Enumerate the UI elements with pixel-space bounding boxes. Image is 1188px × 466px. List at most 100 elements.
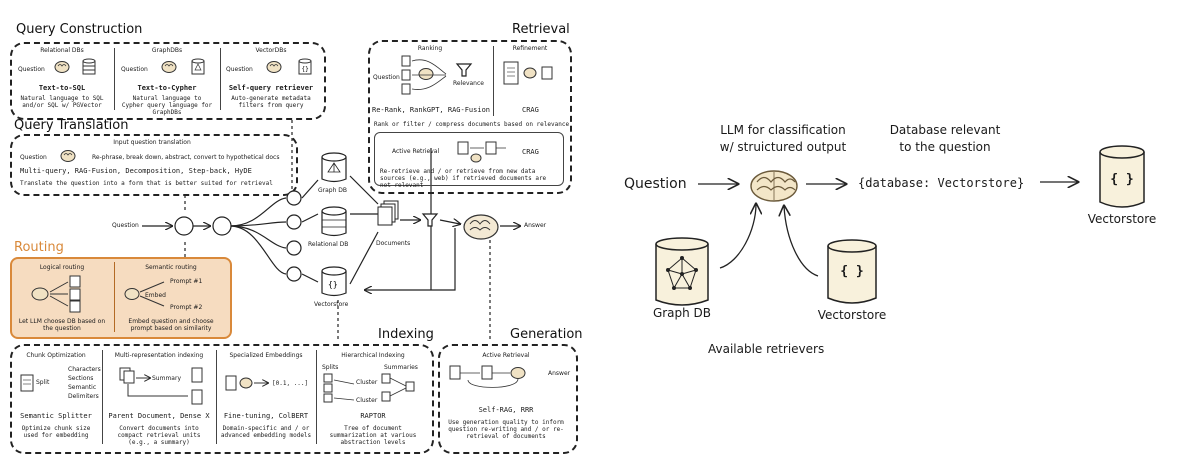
filter-icon <box>421 213 439 227</box>
vectorstore-target-icon: { } <box>1110 172 1134 187</box>
retrieval-title: Retrieval <box>512 22 570 37</box>
chunk-label-sections: Sections <box>68 375 94 382</box>
query-translation-section <box>10 134 298 196</box>
qt-header: Input question translation <box>113 139 191 146</box>
qc-question-tag: Question <box>18 66 45 73</box>
vectorstore-icon: { } <box>840 264 864 279</box>
idx-desc: Tree of document summarization at variou… <box>329 425 417 446</box>
qc-col-relational: Relational DBs Question Text-to-SQL Natu… <box>14 45 110 113</box>
divider <box>102 350 103 444</box>
semantic-routing-header: Semantic routing <box>145 264 197 271</box>
brain-icon <box>54 61 70 73</box>
ranking-question-tag: Question <box>373 74 400 81</box>
logical-routing-header: Logical routing <box>39 264 85 271</box>
gen-active-label: Active Retrieval <box>482 352 530 359</box>
relational-db-label: Relational DB <box>308 241 349 248</box>
qc-method: Text-to-Cypher <box>137 84 197 92</box>
idx-method: Parent Document, Dense X <box>108 412 210 420</box>
svg-text:{}: {} <box>302 66 309 73</box>
chunk-doc-icon <box>20 374 34 392</box>
brain-icon <box>266 61 282 73</box>
llm-classification-label: LLM for classification w/ struictured ou… <box>719 123 847 154</box>
question-label: Question <box>624 176 687 192</box>
semantic-prompt-1: Prompt #1 <box>170 278 203 285</box>
idx-col-embed: Specialized Embeddings [0.1, ...] Fine-t… <box>218 346 314 448</box>
vectorstore-cylinder <box>827 239 877 304</box>
divider <box>114 48 115 110</box>
ranking-label: Ranking <box>417 45 443 52</box>
routing-title: Routing <box>14 240 64 255</box>
qc-method: Text-to-SQL <box>38 84 86 92</box>
qc-desc: Auto-generate metadata filters from quer… <box>231 95 311 109</box>
indexing-title: Indexing <box>378 327 434 342</box>
vectorstore-target-label: Vectorstore <box>1087 212 1157 226</box>
gen-methods: Self-RAG, RRR <box>478 406 534 414</box>
graph-db-label: Graph DB <box>318 187 348 194</box>
relational-db-cylinder-icon <box>321 206 347 237</box>
active-retrieval-graphic <box>457 141 506 163</box>
documents-icon <box>377 200 399 226</box>
active-retrieval-box <box>374 132 564 186</box>
refinement-label: Refinement <box>512 45 548 52</box>
retrieval-crag: CRAG <box>522 106 539 114</box>
vectorstore-label: Vectorstore <box>314 301 349 308</box>
qc-question-tag: Question <box>121 66 148 73</box>
documents-label: Documents <box>376 240 411 247</box>
chunk-split-label: Split <box>36 379 50 386</box>
qc-col-header: Relational DBs <box>40 47 84 54</box>
routing-logical-graphic <box>31 275 81 313</box>
hier-cluster-2: Cluster <box>356 397 378 404</box>
idx-col-chunk: Chunk Optimization Split Characters Sect… <box>12 346 101 448</box>
idx-col-multirep: Multi-representation indexing Summary Pa… <box>104 346 214 448</box>
qc-desc: Natural language to Cypher query languag… <box>121 95 213 116</box>
query-construction-title: Query Construction <box>16 22 143 37</box>
relevance-filter-icon <box>455 63 473 77</box>
qc-desc: Natural language to SQL and/or SQL w/ PG… <box>20 95 104 109</box>
relevance-label: Relevance <box>453 80 484 87</box>
routing-section <box>10 257 232 339</box>
ranking-docs-graphic <box>401 55 447 95</box>
qc-col-vector: VectorDBs Question {} Self-query retriev… <box>222 45 320 113</box>
qc-col-graph: GraphDBs Question Text-to-Cypher Natural… <box>117 45 217 116</box>
logical-routing-desc: Let LLM choose DB based on the question <box>18 318 106 332</box>
idx-method: RAPTOR <box>360 412 386 420</box>
llm-brain-icon <box>750 170 798 202</box>
semantic-embed: Embed <box>145 292 166 299</box>
query-construction-section <box>10 42 326 120</box>
idx-method: Fine-tuning, ColBERT <box>223 412 309 420</box>
idx-desc: Optimize chunk size used for embedding <box>21 425 91 439</box>
qt-flow: Re-phrase, break down, abstract, convert… <box>92 154 280 161</box>
refinement-graphic <box>503 61 553 85</box>
generation-section <box>438 344 578 454</box>
hier-cluster-1: Cluster <box>356 379 378 386</box>
hier-splits-label: Splits <box>322 364 339 371</box>
chunk-label-semantic: Semantic <box>68 384 97 391</box>
multirep-graphic <box>119 367 203 405</box>
hier-graphic <box>323 373 415 403</box>
divider <box>493 46 494 116</box>
divider <box>316 350 317 444</box>
idx-desc: Domain-specific and / or advanced embedd… <box>220 425 312 439</box>
flow-question: Question <box>112 222 139 229</box>
chunk-label-delimiters: Delimiters <box>68 393 99 400</box>
router-circles <box>174 190 302 282</box>
gen-answer-label: Answer <box>548 370 571 377</box>
semantic-routing-desc: Embed question and choose prompt based o… <box>128 318 214 332</box>
graph-db-cylinder <box>655 237 709 306</box>
idx-col-hier: Hierarchical Indexing Splits Summaries C… <box>318 346 428 448</box>
llm-brain-icon <box>463 214 499 240</box>
retrieval-desc: Rank or filter / compress documents base… <box>374 121 570 128</box>
retrieval-section <box>368 40 572 194</box>
database-icon <box>82 58 96 75</box>
gen-loop-graphic <box>449 365 526 388</box>
idx-col-header: Multi-representation indexing <box>114 352 204 359</box>
indexing-section <box>10 344 434 454</box>
answer-label: Answer <box>524 222 547 229</box>
embed-graphic <box>225 375 270 391</box>
qc-col-header: VectorDBs <box>255 47 287 54</box>
gen-desc: Use generation quality to inform questio… <box>448 419 564 440</box>
graph-db-cylinder-icon <box>321 152 347 183</box>
database-output: {database: Vectorstore} <box>858 176 1025 190</box>
graph-db-icon <box>191 58 205 75</box>
